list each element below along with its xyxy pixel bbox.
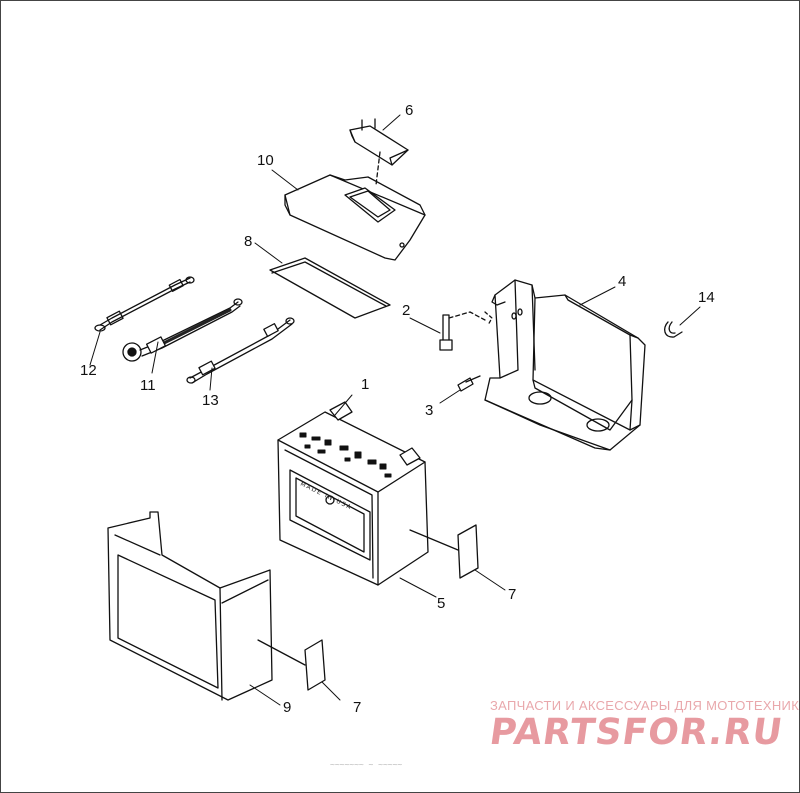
callout-13: 13 (202, 392, 219, 409)
callout-6: 6 (405, 102, 414, 119)
part-2-bolt (439, 311, 486, 351)
callout-5: 5 (437, 595, 446, 612)
part-12-cable (94, 276, 195, 332)
part-9-cover (107, 511, 273, 701)
callout-9: 9 (283, 699, 292, 716)
part-7-label-left (257, 639, 326, 691)
part-4-bracket (484, 279, 646, 451)
callout-2: 2 (402, 302, 411, 319)
callout-12: 12 (80, 362, 97, 379)
callout-1: 1 (361, 376, 370, 393)
callout-11: 11 (140, 377, 156, 394)
callout-14: 14 (698, 289, 715, 306)
callout-7-left: 7 (353, 699, 362, 716)
part-14-clip (663, 321, 683, 338)
part-13-cable (186, 317, 295, 384)
callout-4: 4 (618, 273, 627, 290)
part-7-label-right (409, 524, 479, 579)
part-6-clip (349, 118, 409, 186)
callout-3: 3 (425, 402, 434, 419)
part-8-pad (269, 257, 391, 319)
callout-7-right: 7 (508, 586, 517, 603)
callout-10: 10 (257, 152, 274, 169)
callout-8: 8 (244, 233, 253, 250)
battery-top-markings (299, 432, 392, 478)
part-5-battery (277, 401, 429, 586)
watermark-tagline: ЗАПЧАСТИ И АКСЕССУАРЫ ДЛЯ МОТОТЕХНИКИ (490, 698, 800, 713)
leader-lines (89, 114, 701, 706)
part-3-screw (457, 375, 481, 392)
footer-id: ~~~~~~~ ~ ~~~~~ (330, 760, 403, 769)
part-11-cable (122, 298, 243, 362)
part-10-cover (284, 174, 426, 261)
watermark-logo: PARTSFOR.RU (487, 712, 786, 753)
